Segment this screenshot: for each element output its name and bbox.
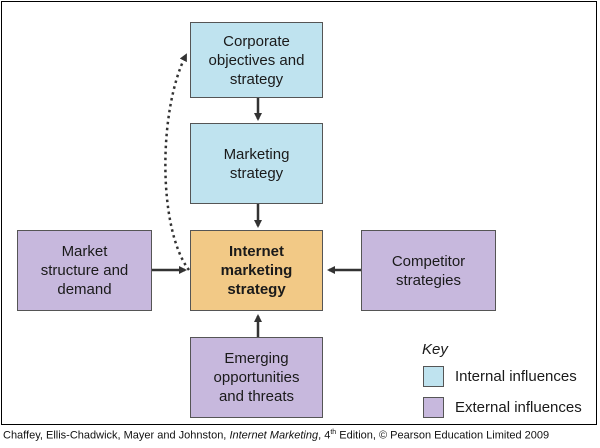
external-key-swatch	[423, 397, 444, 418]
citation-book: Internet Marketing	[229, 429, 319, 442]
citation-authors: Chaffey, Ellis-Chadwick, Mayer and Johns…	[3, 429, 227, 442]
citation-rest: Edition, © Pearson Education Limited 200…	[339, 429, 550, 442]
internal-key-label: Internal influences	[455, 368, 577, 385]
competitor-strategies-box: Competitor strategies	[361, 230, 496, 311]
external-key-label: External influences	[455, 399, 582, 416]
citation-edition-sup: th	[330, 429, 337, 436]
corporate-objectives-box: Corporate objectives and strategy	[190, 22, 323, 98]
marketing-strategy-box: Marketing strategy	[190, 123, 323, 204]
key-title: Key	[422, 341, 448, 358]
emerging-opportunities-box: Emerging opportunities and threats	[190, 337, 323, 418]
internet-marketing-strategy-box: Internet marketing strategy	[190, 230, 323, 311]
internal-key-swatch	[423, 366, 444, 387]
citation-edition-num: 4	[324, 429, 331, 442]
dotted-feedback-arrow	[164, 53, 190, 271]
citation: Chaffey, Ellis-Chadwick, Mayer and Johns…	[3, 429, 550, 442]
market-structure-box: Market structure and demand	[17, 230, 152, 311]
